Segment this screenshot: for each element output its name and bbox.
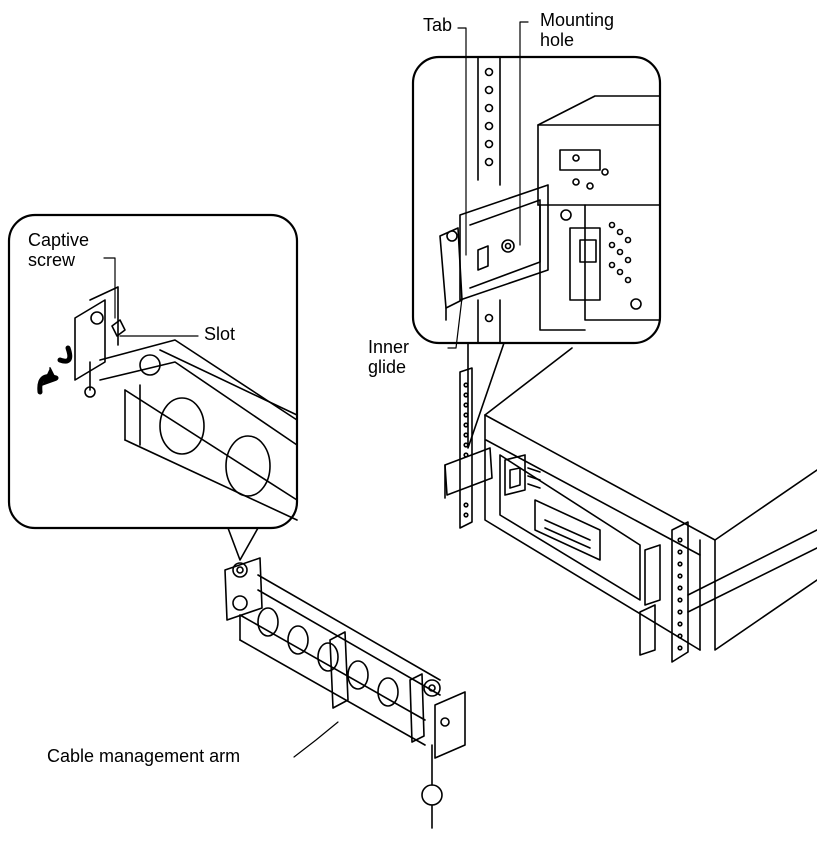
leader-lines: [103, 21, 529, 758]
server-chassis-detail: [537, 95, 661, 331]
rotate-arrow-icon: [37, 345, 73, 395]
mounting-detail-callout: [411, 55, 662, 345]
tab-label: Tab: [423, 15, 453, 35]
left-callout-pointer: [227, 527, 259, 561]
mounting-hole-label: Mounting hole: [540, 10, 615, 50]
tab-leader: [457, 27, 467, 256]
mounting-hole-leader: [519, 21, 529, 246]
cable-arm-leader: [293, 721, 339, 758]
inner-glide-label: Inner glide: [368, 337, 410, 377]
captive-screw-leader: [103, 257, 116, 319]
inner-glide-bracket: [439, 184, 572, 321]
captive-screw-callout: [7, 213, 299, 530]
arm-detail: [74, 286, 298, 521]
captive-screw-label: Captive screw: [28, 230, 90, 270]
rack-post-left: [444, 367, 493, 529]
cable-management-arm-label: Cable management arm: [47, 746, 241, 766]
right-callout-pointer: [467, 342, 505, 449]
rack-rail: [477, 56, 501, 344]
rack-post-right: [639, 521, 817, 663]
server-assembly: [484, 347, 817, 651]
inner-glide-leader: [447, 297, 463, 349]
slot-label: Slot: [204, 324, 236, 344]
cable-management-arm: [224, 557, 466, 829]
